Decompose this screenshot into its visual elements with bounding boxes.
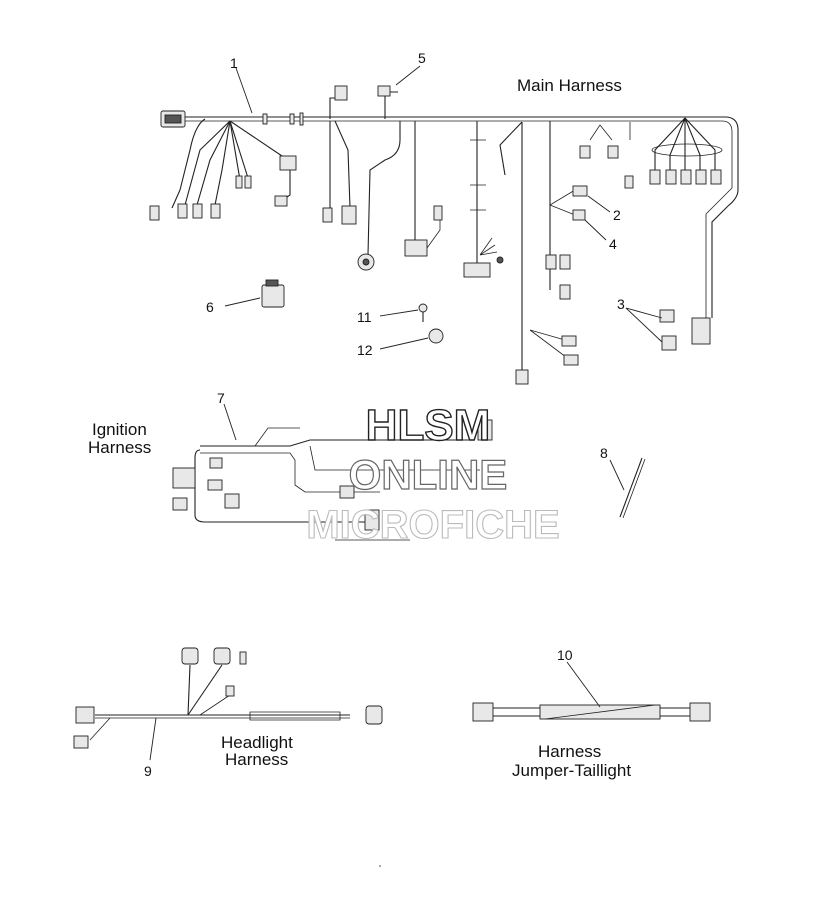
watermark-line2: ONLINE: [349, 451, 508, 498]
part-6-relay: [261, 279, 285, 308]
callout-11: 11: [357, 309, 372, 325]
callout-3: 3: [617, 296, 625, 312]
part-8-strap: [619, 457, 646, 519]
ignition-harness: [172, 419, 493, 541]
callout-12: 12: [357, 342, 373, 358]
callout-9: 9: [144, 763, 152, 779]
callout-5: 5: [418, 50, 426, 66]
watermark-line1: HLSM: [366, 401, 491, 450]
ignition-harness-title-line2: Harness: [88, 438, 151, 457]
speck: [379, 865, 381, 867]
ignition-harness-title-line1: Ignition: [92, 420, 147, 439]
jumper-taillight-harness: [472, 702, 711, 722]
callout-7: 7: [217, 390, 225, 406]
headlight-harness: [73, 647, 383, 749]
callout-1: 1: [230, 55, 238, 71]
main-harness: [149, 85, 739, 385]
callout-8: 8: [600, 445, 608, 461]
callout-2: 2: [613, 207, 621, 223]
callout-10: 10: [557, 647, 573, 663]
headlight-harness-title-line2: Harness: [225, 750, 288, 769]
watermark-line3: MICROFICHE: [306, 503, 559, 547]
callout-6: 6: [206, 299, 214, 315]
callout-4: 4: [609, 236, 617, 252]
watermark: HLSM ONLINE MICROFICHE: [306, 400, 560, 547]
part-11-screw: [418, 303, 428, 322]
jumper-harness-title-line1: Harness: [538, 742, 601, 761]
callout-leaders: [149, 65, 663, 761]
main-harness-title: Main Harness: [517, 76, 622, 95]
jumper-harness-title-line2: Jumper-Taillight: [512, 761, 631, 780]
part-12-grommet: [428, 328, 444, 344]
headlight-harness-title-line1: Headlight: [221, 733, 293, 752]
